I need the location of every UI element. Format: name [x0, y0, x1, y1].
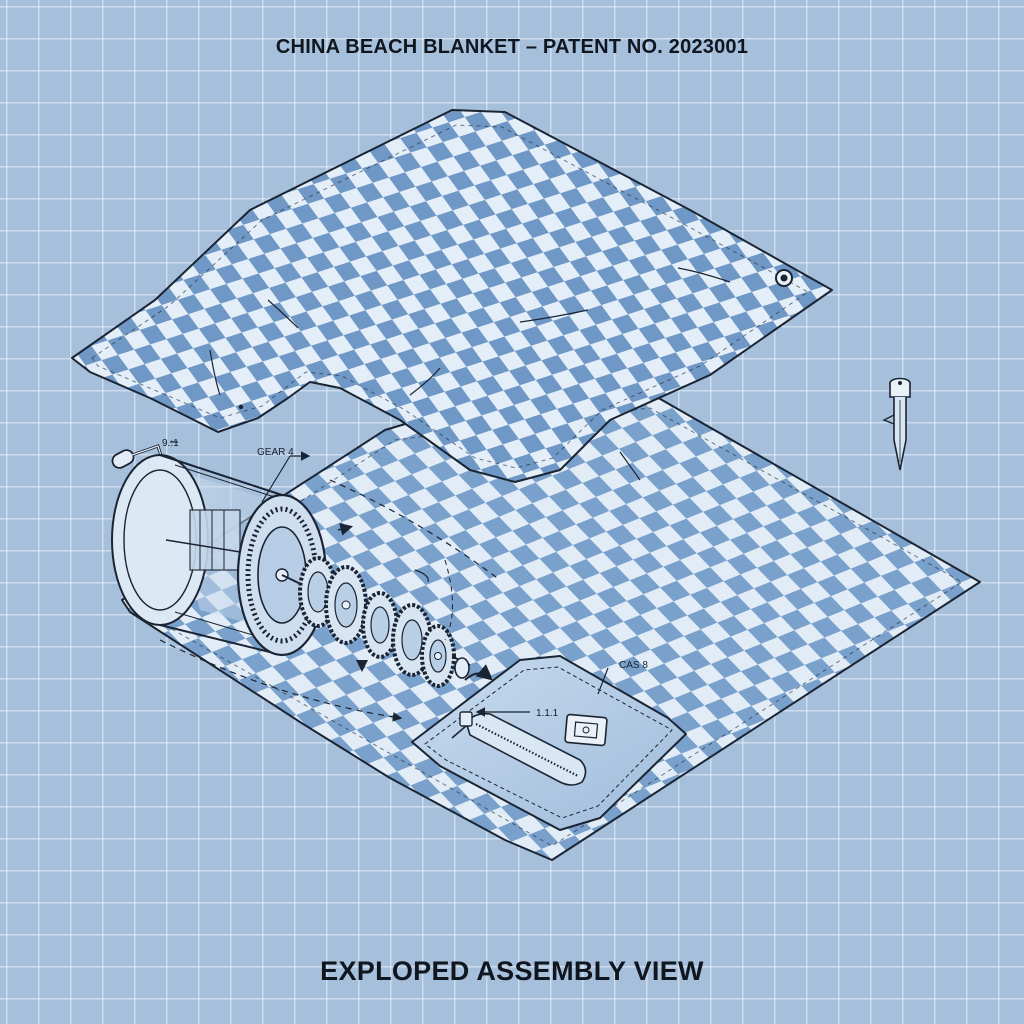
storage-case — [411, 655, 687, 831]
callout-leaders — [170, 441, 609, 717]
gear-train — [281, 556, 471, 688]
rotation-arrow-icon — [464, 664, 494, 681]
case-label-icon — [564, 713, 608, 747]
callout-crank-label: 9.:1 — [162, 438, 179, 449]
gear-icon — [361, 591, 399, 659]
ground-stake-icon — [882, 377, 911, 471]
callout-gear-label: GEAR 4 — [257, 447, 294, 458]
shaft-collar-icon — [454, 657, 470, 679]
gear-icon — [324, 565, 368, 645]
gear-icon — [420, 624, 456, 688]
arrow-icon — [356, 660, 368, 672]
detail-mark-icon — [414, 569, 429, 583]
arrow-icon — [337, 523, 354, 536]
view-caption: EXPLOPED ASSEMBLY VIEW — [320, 956, 704, 986]
patent-title: CHINA BEACH BLANKET – PATENT NO. 2023001 — [275, 36, 749, 58]
grommet-icon — [775, 269, 793, 287]
callout-case-label: CAS 8 — [619, 660, 648, 671]
lower-blanket-panel — [121, 395, 981, 861]
callout-zipper-label: 1.1.1 — [536, 708, 559, 719]
reel-drum-housing — [111, 454, 328, 657]
upper-blanket-panel — [71, 109, 833, 483]
zipper-pull-icon — [459, 711, 473, 727]
